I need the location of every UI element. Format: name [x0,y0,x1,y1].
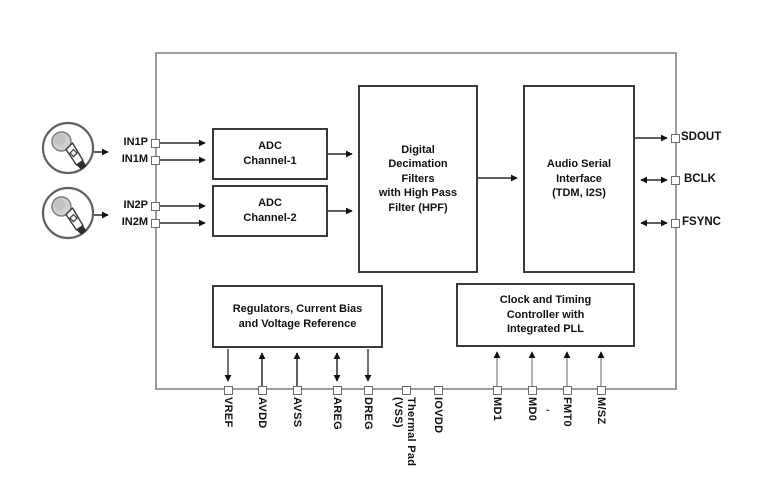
label-md1: MD1 [491,397,503,422]
block-decimation-filters: Digital Decimation Filters with High Pas… [358,85,478,273]
label-sdout: SDOUT [681,131,722,143]
stray-dash-mark: - [546,404,550,416]
label-avdd: AVDD [256,397,268,429]
label-iovdd: IOVDD [432,397,444,434]
pin-fmt0 [562,385,572,395]
label-imsz: M/SZ [595,397,607,425]
pin-in1p [150,138,160,148]
pin-areg [332,385,342,395]
label-in1m: IN1M [121,153,148,165]
block-clock-controller-label: Clock and Timing Controller with Integra… [499,294,592,336]
pin-dreg [363,385,373,395]
microphone-icon [41,121,95,175]
block-regulators: Regulators, Current Bias and Voltage Ref… [212,285,383,348]
label-fmt0: FMT0 [561,397,573,427]
label-fsync: FSYNC [682,216,721,228]
label-in2p: IN2P [123,199,148,211]
pin-iovdd [433,385,443,395]
pin-avdd [257,385,267,395]
pin-bclk [670,175,680,185]
microphone-icon [41,186,95,240]
block-audio-serial-interface-label: Audio Serial Interface (TDM, I2S) [546,158,612,200]
block-regulators-label: Regulators, Current Bias and Voltage Ref… [232,302,363,330]
block-adc-channel-2-label: ADC Channel-2 [243,197,297,224]
label-md0: MD0 [526,397,538,422]
label-in2m: IN2M [121,216,148,228]
label-dreg: DREG [362,397,374,430]
pin-imsz [596,385,606,395]
block-adc-channel-1: ADC Channel-1 [212,128,328,180]
block-adc-channel-2: ADC Channel-2 [212,185,328,237]
block-decimation-filters-label: Digital Decimation Filters with High Pas… [378,143,458,214]
label-avss: AVSS [291,397,303,428]
pin-vref [223,385,233,395]
pin-avss [292,385,302,395]
label-vref: VREF [222,397,234,428]
pin-in1m [150,155,160,165]
pin-md0 [527,385,537,395]
label-bclk: BCLK [684,173,716,185]
block-adc-channel-1-label: ADC Channel-1 [243,140,297,167]
pin-md1 [492,385,502,395]
pin-in2p [150,201,160,211]
pin-thermal-pad [401,385,411,395]
pin-fsync [670,218,680,228]
label-in1p: IN1P [123,136,148,148]
pin-sdout [670,133,680,143]
block-audio-serial-interface: Audio Serial Interface (TDM, I2S) [523,85,635,273]
label-areg: AREG [331,397,343,430]
label-thermal-pad-vss: Thermal Pad (VSS) [392,397,417,467]
pin-in2m [150,218,160,228]
block-clock-controller: Clock and Timing Controller with Integra… [456,283,635,347]
